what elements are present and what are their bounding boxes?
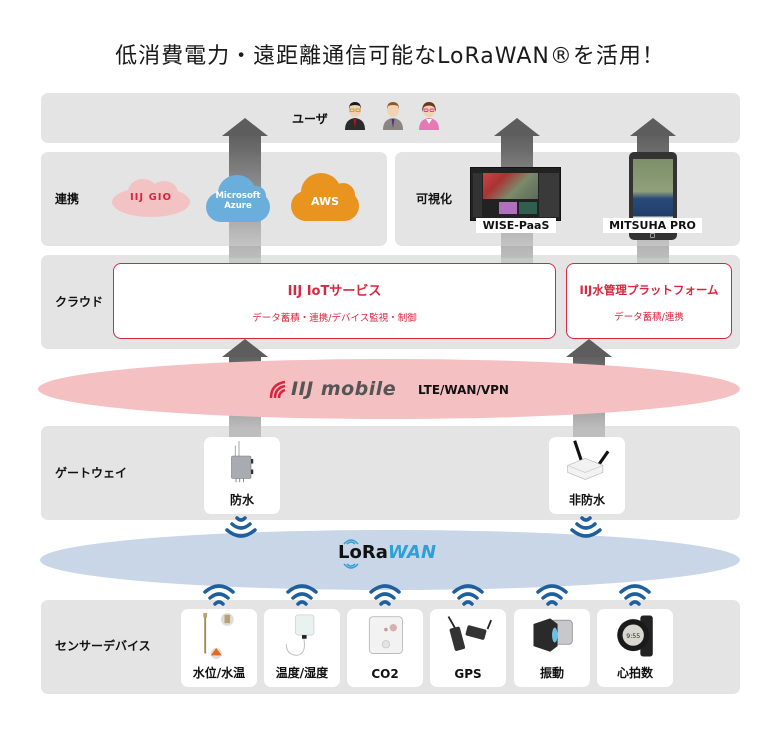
lorawan-signal-top-icon bbox=[343, 539, 359, 545]
lorawan-signal-bottom-icon bbox=[343, 563, 359, 569]
heart-rate-watch-icon: 9:55 bbox=[617, 615, 653, 657]
sensor-gps: GPS bbox=[430, 609, 506, 687]
layer-label-gateway: ゲートウェイ bbox=[55, 466, 128, 480]
wifi-down-icon-gateway-1 bbox=[225, 516, 257, 538]
iij-mobile-brand: IIJ mobile bbox=[291, 378, 397, 400]
sensor-caption-water-level: 水位/水温 bbox=[192, 666, 246, 680]
layer-label-sensors: センサーデバイス bbox=[55, 639, 151, 653]
user-man-icon bbox=[383, 102, 403, 130]
wifi-up-icon-sensor-5 bbox=[536, 584, 568, 606]
gateway-non-waterproof: 非防水 bbox=[549, 437, 625, 514]
wise-paas-label: WISE-PaaS bbox=[476, 218, 556, 233]
arrow-shaft-gw2 bbox=[573, 426, 605, 438]
gateway-caption-non-waterproof: 非防水 bbox=[568, 493, 605, 507]
sensor-temperature-humidity: 温度/湿度 bbox=[264, 609, 340, 687]
sensor-co2: CO2 bbox=[347, 609, 423, 687]
network-protocols: LTE/WAN/VPN bbox=[418, 383, 509, 397]
service-iij-iot-subtitle: データ蓄積・連携/デバイス監視・制御 bbox=[252, 313, 417, 324]
network-lorawan bbox=[40, 530, 740, 590]
sensor-caption-co2: CO2 bbox=[371, 667, 399, 681]
vibration-sensor-icon bbox=[533, 618, 573, 652]
layer-label-cloud: クラウド bbox=[55, 295, 104, 309]
arrow-shaft-gw1 bbox=[229, 426, 261, 438]
indoor-gateway-icon bbox=[567, 440, 610, 480]
service-iij-water-subtitle: データ蓄積/連携 bbox=[614, 312, 684, 323]
water-level-sensor-icon bbox=[203, 613, 234, 659]
cloud-aws: AWS bbox=[291, 171, 359, 221]
layer-label-visualization: 可視化 bbox=[416, 192, 453, 206]
user-woman-icon bbox=[419, 102, 439, 130]
wifi-up-icon-sensor-1 bbox=[203, 584, 235, 606]
sensor-heart-rate: 9:55 心拍数 bbox=[597, 609, 673, 687]
wifi-up-icon-sensor-3 bbox=[369, 584, 401, 606]
user-man-glasses-icon bbox=[345, 102, 365, 130]
wifi-up-icon-sensor-6 bbox=[619, 584, 651, 606]
arrow-stub-1 bbox=[229, 255, 261, 263]
cloud-iij-gio: IIJ GIO bbox=[106, 177, 196, 219]
cloud-label-aws: AWS bbox=[310, 194, 340, 208]
outdoor-gateway-icon bbox=[231, 441, 254, 483]
gateway-waterproof: 防水 bbox=[204, 437, 280, 514]
mitsuha-pro-label: MITSUHA PRO bbox=[603, 218, 702, 233]
gps-tracker-icon bbox=[447, 616, 492, 651]
iij-mobile-logo: IIJ mobile bbox=[268, 378, 396, 400]
sensor-caption-vibration: 振動 bbox=[539, 666, 564, 680]
temperature-sensor-icon bbox=[285, 614, 315, 656]
cloud-label-azure-1: Microsoft bbox=[215, 191, 261, 202]
gateway-caption-waterproof: 防水 bbox=[229, 493, 254, 507]
sensor-vibration: 振動 bbox=[514, 609, 590, 687]
service-iij-iot-title: IIJ IoTサービス bbox=[287, 284, 382, 299]
sensor-caption-temperature-humidity: 温度/湿度 bbox=[275, 666, 329, 680]
lorawan-brand-lora: LoRa bbox=[338, 542, 388, 563]
signal-wave-icon bbox=[269, 380, 286, 399]
layer-label-user: ユーザ bbox=[292, 112, 328, 126]
sensor-caption-gps: GPS bbox=[454, 667, 482, 681]
service-iij-iot: IIJ IoTサービス データ蓄積・連携/デバイス監視・制御 bbox=[113, 263, 556, 339]
wifi-up-icon-sensor-2 bbox=[286, 584, 318, 606]
wifi-down-icon-gateway-2 bbox=[570, 516, 602, 538]
wise-paas-screenshot bbox=[470, 167, 561, 221]
sensor-caption-heart-rate: 心拍数 bbox=[616, 666, 653, 680]
cloud-label-azure-2: Azure bbox=[224, 201, 252, 211]
cloud-label-iij-gio: IIJ GIO bbox=[129, 192, 173, 204]
service-iij-water-title: IIJ水管理プラットフォーム bbox=[579, 283, 719, 297]
svg-text:9:55: 9:55 bbox=[626, 633, 640, 640]
layer-user bbox=[41, 93, 740, 143]
network-iij-mobile bbox=[38, 359, 740, 419]
arrow-stub-2 bbox=[501, 255, 533, 263]
arrow-stub-3 bbox=[637, 255, 669, 263]
lorawan-logo: LoRa WAN bbox=[338, 542, 436, 563]
sensor-water-level: 水位/水温 bbox=[181, 609, 257, 687]
service-iij-water: IIJ水管理プラットフォーム データ蓄積/連携 bbox=[566, 263, 732, 339]
layer-gateway bbox=[41, 426, 740, 520]
co2-sensor-icon bbox=[368, 616, 403, 654]
page-title: 低消費電力・遠距離通信可能なLoRaWAN®を活用！ bbox=[115, 44, 665, 69]
layer-label-integration: 連携 bbox=[55, 192, 80, 206]
lorawan-brand-wan: WAN bbox=[387, 542, 437, 563]
wifi-up-icon-sensor-4 bbox=[452, 584, 484, 606]
